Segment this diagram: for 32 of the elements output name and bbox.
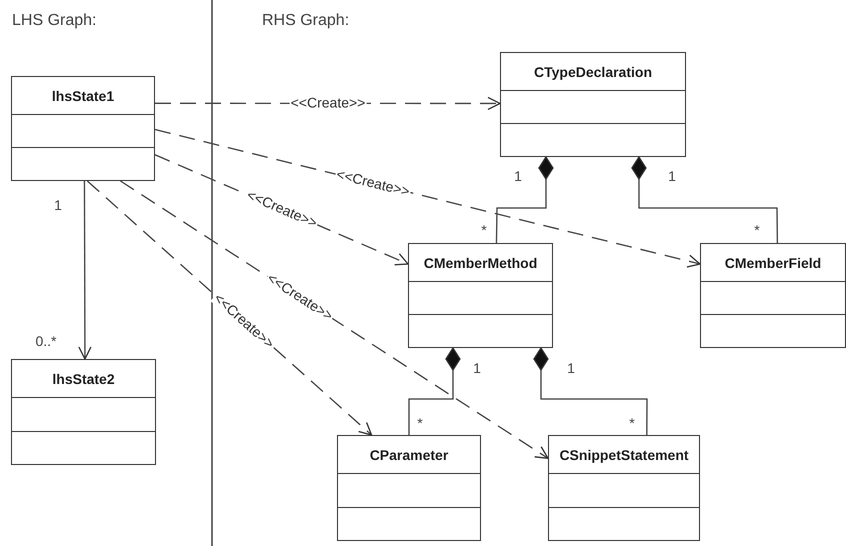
multiplicity-label: * [481, 222, 487, 238]
class-box [500, 52, 686, 157]
class-box [548, 435, 700, 541]
class-box [337, 435, 481, 541]
class-box [700, 243, 846, 348]
edge-label: <<Create>> [289, 96, 366, 111]
multiplicity-label: 1 [514, 168, 522, 184]
multiplicity-label: * [754, 222, 760, 238]
multiplicity-label: 1 [668, 168, 676, 184]
multiplicity-label: 0..* [36, 333, 56, 349]
multiplicity-label: * [629, 415, 635, 431]
class-name: lhsState1 [52, 88, 114, 104]
multiplicity-label: * [417, 415, 423, 431]
composition-line [496, 156, 554, 244]
composition-line [631, 156, 778, 243]
graph-heading: RHS Graph: [262, 12, 350, 30]
composition-line [408, 347, 461, 435]
composition-line [533, 347, 648, 435]
multiplicity-label: 1 [567, 360, 575, 376]
class-name: CMemberMethod [424, 254, 538, 271]
class-box [11, 76, 155, 181]
multiplicity-label: 1 [54, 197, 62, 213]
class-name: CTypeDeclaration [534, 64, 652, 80]
class-name: CSnippetStatement [559, 446, 689, 463]
class-box [11, 359, 156, 465]
class-name: CMemberField [724, 254, 822, 271]
class-name: lhsState2 [52, 370, 115, 387]
arrow [78, 181, 92, 360]
class-box [408, 243, 553, 348]
graph-heading: LHS Graph: [12, 12, 96, 30]
multiplicity-label: 1 [473, 360, 481, 376]
class-name: CParameter [370, 446, 448, 463]
